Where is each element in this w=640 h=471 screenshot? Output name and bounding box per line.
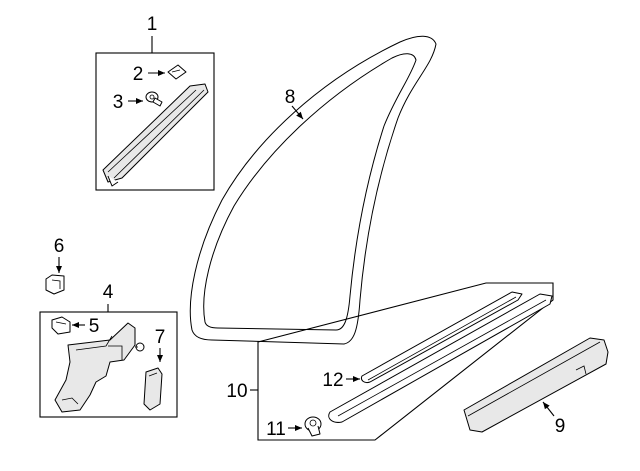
a-pillar-trim xyxy=(102,83,209,187)
callout-4: 4 xyxy=(103,282,114,303)
callout-2: 2 xyxy=(133,64,144,85)
group-box-10 xyxy=(250,282,554,441)
callout-5: 5 xyxy=(89,316,100,337)
sill-plate xyxy=(328,293,553,423)
callout-7: 7 xyxy=(155,327,166,348)
scuff-plate-9 xyxy=(463,337,609,433)
group-box-1 xyxy=(95,36,215,191)
clip-part-2 xyxy=(167,64,187,80)
quarter-trim-panel xyxy=(54,322,145,413)
callout-8: 8 xyxy=(285,87,296,108)
group-box-4 xyxy=(39,304,178,418)
clip-part-5 xyxy=(51,316,71,335)
callout-10: 10 xyxy=(226,381,247,402)
callout-1: 1 xyxy=(147,14,158,35)
callout-12: 12 xyxy=(322,370,343,391)
screw-part-3 xyxy=(145,91,163,107)
cover-part-7 xyxy=(143,367,163,411)
leader-8 xyxy=(291,105,304,120)
leader-9 xyxy=(542,401,555,417)
callout-9: 9 xyxy=(555,416,566,437)
clip-part-6 xyxy=(45,274,65,295)
clip-part-11 xyxy=(304,416,322,437)
callout-11: 11 xyxy=(266,419,286,440)
door-weatherstrip xyxy=(189,35,437,345)
sill-strip-12 xyxy=(361,291,523,383)
callout-6: 6 xyxy=(54,236,65,257)
callout-3: 3 xyxy=(113,92,124,113)
